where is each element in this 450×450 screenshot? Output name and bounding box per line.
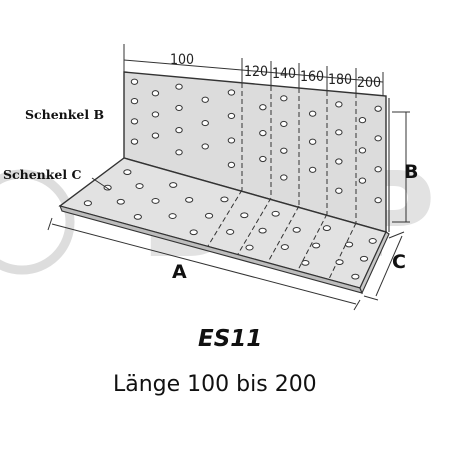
mounting-hole — [280, 120, 288, 128]
length-mark-100: 100 — [170, 52, 194, 68]
leg-c-side-edge — [359, 231, 390, 295]
mounting-hole — [335, 101, 343, 108]
length-mark-120: 120 — [244, 64, 268, 80]
mounting-hole — [344, 241, 354, 248]
leg-b-letter: B — [404, 161, 418, 183]
mounting-hole — [189, 229, 198, 236]
leg-b-dimension — [392, 111, 410, 223]
mounting-hole — [201, 96, 209, 103]
mounting-hole — [151, 111, 160, 118]
mounting-hole — [204, 212, 214, 219]
leg-b-holes — [130, 78, 382, 204]
mounting-hole — [116, 198, 125, 205]
leg-c-dimension — [363, 231, 405, 301]
mounting-hole — [358, 147, 367, 154]
mounting-hole — [259, 104, 267, 111]
length-mark-labels: 100 120 140 160 180 200 — [170, 52, 381, 91]
mounting-hole — [335, 187, 343, 194]
mounting-hole — [227, 161, 236, 169]
mounting-hole — [123, 169, 132, 176]
mounting-hole — [335, 158, 343, 165]
mounting-hole — [374, 135, 382, 142]
mounting-hole — [130, 78, 139, 85]
mounting-hole — [280, 174, 288, 181]
mounting-hole — [175, 149, 183, 156]
mounting-hole — [103, 184, 112, 191]
mounting-hole — [83, 200, 92, 207]
leg-b-label: Schenkel B — [25, 107, 104, 122]
mounting-hole — [358, 177, 367, 184]
product-model: ES11 — [198, 326, 262, 352]
mounting-hole — [312, 242, 321, 249]
watermark-circle — [0, 169, 75, 275]
mounting-hole — [175, 83, 183, 90]
length-mark-200: 200 — [357, 75, 381, 91]
mounting-hole — [335, 129, 343, 136]
leg-a-letter: A — [172, 261, 187, 283]
mounting-hole — [280, 244, 289, 250]
mounting-hole — [374, 105, 382, 112]
leg-c-leader — [91, 177, 111, 191]
mounting-hole — [292, 226, 301, 233]
mounting-hole — [258, 227, 267, 234]
length-mark-180: 180 — [328, 72, 352, 88]
mounting-hole — [226, 229, 235, 235]
mounting-hole — [308, 110, 317, 117]
leg-a-dimension — [47, 217, 361, 311]
mounting-hole — [374, 166, 382, 173]
mounting-hole — [227, 89, 236, 96]
mounting-hole — [280, 147, 288, 154]
mounting-hole — [130, 138, 139, 145]
leg-b-cut-lines — [241, 83, 357, 223]
mounting-hole — [201, 119, 209, 127]
mounting-hole — [259, 155, 267, 163]
mounting-hole — [151, 198, 160, 204]
length-dimension — [123, 44, 384, 96]
mounting-hole — [175, 104, 183, 112]
product-length-range: Länge 100 bis 200 — [113, 372, 317, 397]
mounting-hole — [351, 273, 360, 280]
mounting-hole — [130, 98, 139, 105]
mounting-hole — [227, 137, 236, 144]
mounting-hole — [151, 132, 160, 139]
mounting-hole — [133, 213, 142, 220]
mounting-hole — [201, 143, 209, 150]
length-mark-140: 140 — [272, 66, 296, 82]
mounting-hole — [335, 259, 344, 266]
mounting-hole — [368, 238, 377, 244]
mounting-hole — [240, 212, 249, 219]
mounting-hole — [245, 244, 254, 251]
mounting-hole — [271, 210, 280, 217]
mounting-hole — [280, 95, 288, 102]
mounting-hole — [169, 182, 178, 188]
leg-c-holes — [83, 169, 377, 280]
mounting-hole — [358, 117, 367, 124]
mounting-hole — [185, 196, 194, 203]
mounting-hole — [259, 129, 267, 137]
length-mark-160: 160 — [300, 69, 324, 85]
mounting-hole — [135, 183, 144, 189]
mounting-hole — [130, 118, 139, 125]
mounting-hole — [301, 259, 310, 266]
mounting-hole — [220, 196, 229, 203]
leg-c-letter: C — [392, 251, 406, 273]
mounting-hole — [322, 225, 331, 231]
mounting-hole — [151, 90, 160, 97]
mounting-hole — [168, 213, 177, 219]
leg-c-label: Schenkel C — [3, 167, 81, 182]
mounting-hole — [227, 112, 236, 120]
mounting-hole — [374, 197, 382, 204]
mounting-hole — [308, 138, 317, 145]
mounting-hole — [175, 127, 183, 134]
mounting-hole — [359, 255, 369, 262]
mounting-hole — [308, 166, 317, 173]
